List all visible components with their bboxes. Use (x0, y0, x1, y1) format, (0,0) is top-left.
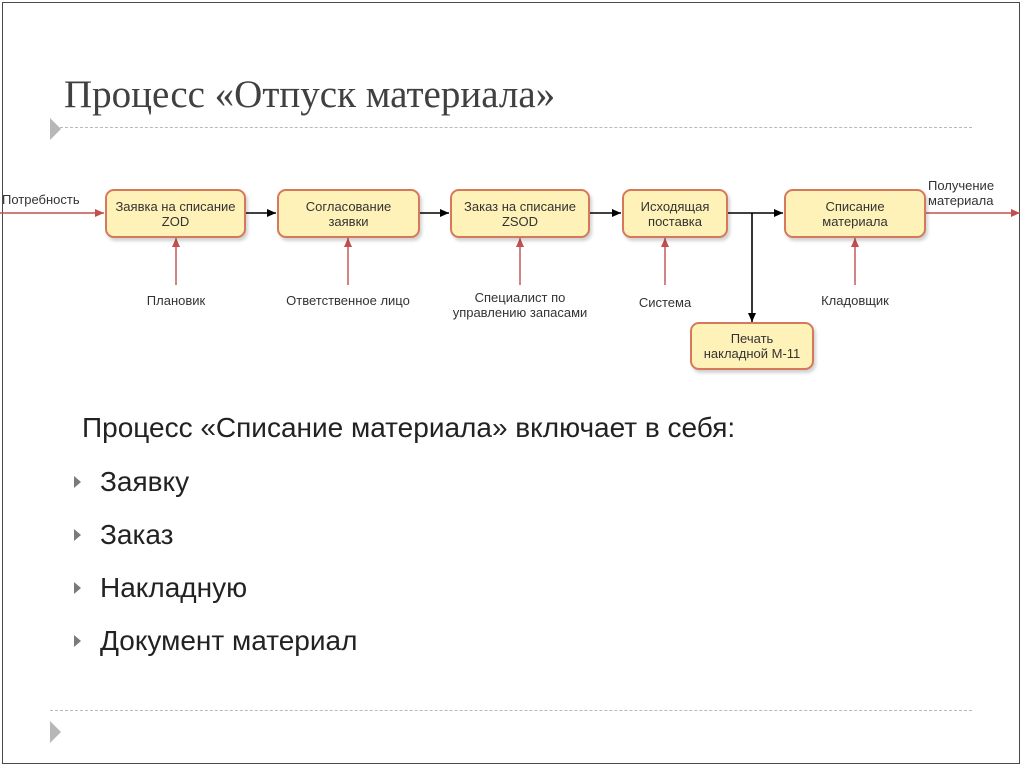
input-label: Потребность (2, 192, 80, 207)
bullet-text: Документ материал (100, 625, 358, 656)
title-divider (50, 127, 972, 128)
actor-label-1: Плановик (146, 293, 206, 308)
intro-text: Процесс «Списание материала» включает в … (82, 412, 736, 443)
diagram-arrows (0, 209, 1020, 322)
bullet-list: Заявку Заказ Накладную Документ материал (70, 460, 357, 672)
bullet-text: Заявку (100, 466, 190, 497)
bullet-item: Заявку (70, 460, 357, 513)
output-label: Получение материала (928, 178, 995, 208)
actor-label-5: Кладовщик (821, 293, 889, 308)
triangle-bullet-icon (74, 635, 81, 647)
bullet-item: Накладную (70, 566, 357, 619)
actor-label-4: Система (638, 295, 692, 310)
triangle-bullet-icon (74, 582, 81, 594)
divider-triangle-icon (50, 118, 61, 140)
actor-label-2: Ответственное лицо (286, 293, 410, 308)
bullet-item: Заказ (70, 513, 357, 566)
triangle-bullet-icon (74, 476, 81, 488)
footer-triangle-icon (50, 721, 61, 743)
actor-label-3: Специалист по управлению запасами (452, 290, 588, 320)
slide-title: Процесс «Отпуск материала» (64, 73, 556, 116)
footer-divider (50, 710, 972, 711)
bullet-item: Документ материал (70, 619, 357, 672)
triangle-bullet-icon (74, 529, 81, 541)
bullet-text: Заказ (100, 519, 174, 550)
process-diagram: Потребность Получение материала Заявка н… (0, 160, 1024, 390)
bullet-text: Накладную (100, 572, 248, 603)
